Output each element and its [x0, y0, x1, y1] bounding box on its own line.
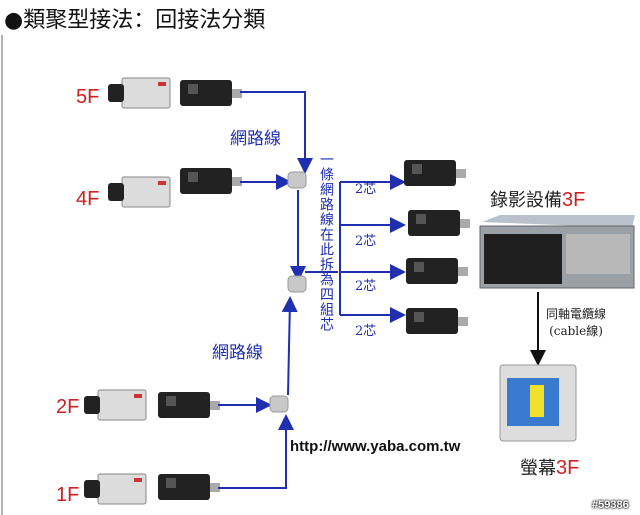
core-label-1: 2芯	[355, 182, 377, 197]
recorder-label: 錄影設備3F	[490, 186, 585, 212]
balun-2f	[158, 392, 220, 418]
monitor	[499, 364, 577, 442]
network-lines	[218, 91, 406, 489]
page-title: ●類聚型接法：回接法分類	[4, 8, 266, 33]
coax-line2: (cable線)	[549, 324, 603, 338]
balun-out-2	[408, 210, 470, 236]
dvr-recorder	[479, 215, 635, 289]
core-label-3: 2芯	[355, 279, 377, 294]
floor-label-1f: 1F	[56, 484, 80, 506]
network-cable-label-upper: 網路線	[230, 129, 281, 149]
floor-label-4f: 4F	[76, 188, 100, 210]
coupler-lower	[269, 395, 289, 413]
monitor-floor: 3F	[556, 457, 580, 479]
balun-out-4	[406, 308, 468, 334]
floor-label-2f: 2F	[56, 396, 80, 418]
balun-5f	[180, 80, 242, 106]
recorder-floor: 3F	[562, 189, 586, 211]
split-note: 一條網路線在此拆為四組芯	[318, 152, 334, 332]
floor-label-5f: 5F	[76, 86, 100, 108]
coupler-upper	[287, 171, 307, 189]
network-cable-label-lower: 網路線	[212, 343, 263, 363]
camera-2f	[83, 389, 147, 421]
watermark: #59386	[592, 499, 629, 511]
coupler-middle	[287, 275, 307, 293]
balun-out-3	[406, 258, 468, 284]
camera-5f	[107, 77, 171, 109]
coax-label: 同軸電纜線 (cable線)	[546, 306, 606, 340]
recorder-name: 錄影設備	[490, 190, 562, 211]
core-label-2: 2芯	[355, 234, 377, 249]
balun-4f	[180, 168, 242, 194]
balun-out-1	[404, 160, 466, 186]
camera-4f	[107, 176, 171, 208]
core-label-4: 2芯	[355, 324, 377, 339]
website-url: http://www.yaba.com.tw	[290, 438, 461, 455]
coax-line1: 同軸電纜線	[546, 307, 607, 321]
monitor-name: 螢幕	[520, 458, 556, 479]
balun-1f	[158, 474, 220, 500]
monitor-label: 螢幕3F	[520, 454, 579, 480]
camera-1f	[83, 473, 147, 505]
